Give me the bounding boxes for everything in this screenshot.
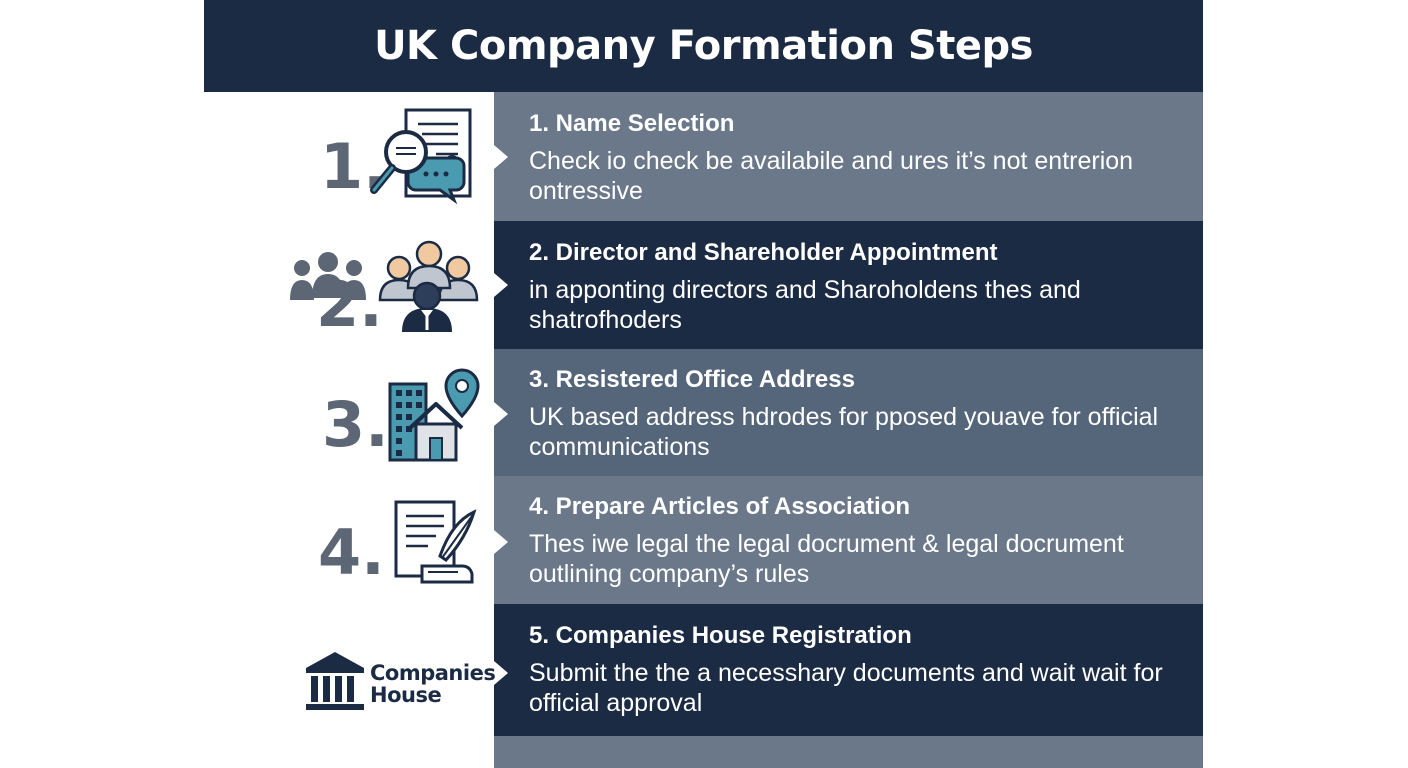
page-header: UK Company Formation Steps: [204, 0, 1203, 92]
step-2-description: in apponting directors and Sharoholdens …: [529, 276, 1081, 334]
step-4-title: 4. Prepare Articles of Association: [529, 493, 911, 520]
step-4-arrow: [494, 530, 508, 554]
page-title: UK Company Formation Steps: [374, 23, 1033, 69]
companies-house-logo-line1: Companies: [370, 661, 496, 685]
step-1-title: 1. Name Selection: [529, 110, 735, 137]
step-2-arrow: [494, 273, 508, 297]
step-1-description: Check io check be availabile and ures it…: [529, 147, 1134, 205]
step-3-description: UK based address hdrodes for pposed youa…: [529, 403, 1159, 461]
government-building-icon: [306, 652, 364, 710]
companies-house-logo: Companies House: [370, 661, 496, 707]
step-4-number: 4.: [318, 516, 385, 589]
document-quill-icon: [394, 500, 477, 584]
step-1-arrow: [494, 145, 508, 169]
step-1-panel: 1. Name Selection Check io check be avai…: [494, 92, 1203, 221]
step-5-title: 5. Companies House Registration: [529, 622, 912, 649]
step-3-arrow: [494, 402, 508, 426]
step-5-arrow: [494, 661, 508, 685]
step-4-panel: 4. Prepare Articles of Association Thes …: [494, 476, 1203, 604]
step-2-panel: 2. Director and Shareholder Appointment …: [494, 221, 1203, 349]
step-2-title: 2. Director and Shareholder Appointment: [529, 239, 998, 266]
step-5-panel: 5. Companies House Registration Submit t…: [494, 604, 1203, 736]
companies-house-logo-line2: House: [370, 683, 442, 707]
magnifier-document-icon: [370, 108, 472, 205]
step-3-number: 3.: [322, 388, 389, 461]
building-location-icon: [388, 368, 480, 462]
footer-bar: [494, 736, 1203, 768]
step-3-title: 3. Resistered Office Address: [529, 366, 855, 393]
step-5-description: Submit the the a necesshary documents an…: [529, 659, 1163, 717]
step-3-panel: 3. Resistered Office Address UK based ad…: [494, 349, 1203, 476]
people-group-icon: [290, 240, 479, 332]
step-4-description: Thes iwe legal the legal docrument & leg…: [529, 530, 1124, 588]
